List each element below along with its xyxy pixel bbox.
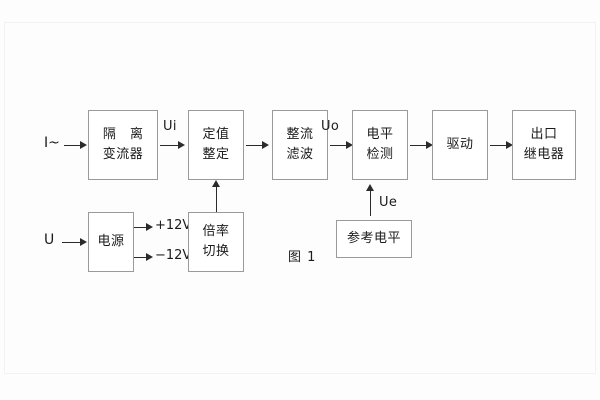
block-multiplier-switch-line2: 切换: [202, 244, 230, 259]
connector-negative-12v: [134, 257, 148, 258]
block-output-relay: 出口 继电器: [512, 110, 576, 180]
arrowhead-negative-12v: [146, 252, 153, 261]
block-multiplier-switch-line1: 倍率: [202, 223, 230, 239]
figure-caption: 图 1: [288, 250, 317, 265]
connector-driver-to-relay: [490, 145, 508, 146]
arrowhead-driver-to-relay: [506, 140, 513, 149]
block-rectifier-filter-line1: 整流: [286, 126, 314, 142]
signal-label-ue: Ue: [379, 195, 398, 210]
arrowhead-level-to-driver: [426, 140, 433, 149]
signal-label-ui: Ui: [163, 119, 177, 134]
connector-uo: [330, 145, 348, 146]
block-power-supply-line1: 电源: [97, 233, 125, 249]
block-setting: 定值 整定: [188, 110, 244, 180]
arrowhead-positive-12v: [146, 222, 153, 231]
block-reference-level: 参考电平: [336, 220, 412, 258]
block-reference-level-line1: 参考电平: [346, 230, 401, 246]
connector-setting-to-rectifier: [246, 145, 264, 146]
page-frame: [4, 22, 596, 374]
connector-voltage-input: [62, 242, 82, 243]
block-isolation-transformer-line2: 变流器: [102, 147, 144, 162]
terminal-label-voltage-input: U: [44, 232, 55, 248]
arrowhead-voltage-input: [80, 237, 87, 246]
block-level-detection-line2: 检测: [366, 147, 394, 162]
block-isolation-transformer-line1: 隔 离: [102, 126, 149, 142]
block-power-supply: 电源: [88, 212, 134, 272]
block-multiplier-switch: 倍率 切换: [188, 212, 244, 272]
block-driver: 驱动: [432, 110, 488, 180]
arrowhead-multiplier-to-setting: [211, 180, 220, 187]
rail-label-negative-12v: −12V: [155, 248, 192, 263]
connector-current-input: [64, 145, 82, 146]
connector-multiplier-to-setting: [216, 186, 217, 212]
arrowhead-setting-to-rectifier: [262, 140, 269, 149]
terminal-label-current-input: I~: [44, 135, 60, 151]
signal-label-uo: Uo: [321, 119, 340, 134]
connector-level-to-driver: [410, 145, 428, 146]
block-rectifier-filter: 整流 滤波: [272, 110, 328, 180]
rail-label-positive-12v: +12V: [155, 218, 192, 233]
block-rectifier-filter-line2: 滤波: [286, 147, 314, 162]
connector-ue: [370, 190, 371, 216]
block-output-relay-line1: 出口: [530, 126, 558, 142]
block-output-relay-line2: 继电器: [523, 147, 565, 162]
block-setting-line2: 整定: [202, 147, 230, 162]
block-isolation-transformer: 隔 离 变流器: [88, 110, 158, 180]
block-driver-line1: 驱动: [446, 136, 474, 152]
connector-ui: [160, 145, 180, 146]
connector-positive-12v: [134, 227, 148, 228]
arrowhead-ui: [178, 140, 185, 149]
arrowhead-ue: [365, 184, 374, 191]
arrowhead-current-input: [80, 140, 87, 149]
block-level-detection: 电平 检测: [352, 110, 408, 180]
block-setting-line1: 定值: [202, 126, 230, 142]
arrowhead-uo: [346, 140, 353, 149]
block-level-detection-line1: 电平: [366, 126, 394, 142]
